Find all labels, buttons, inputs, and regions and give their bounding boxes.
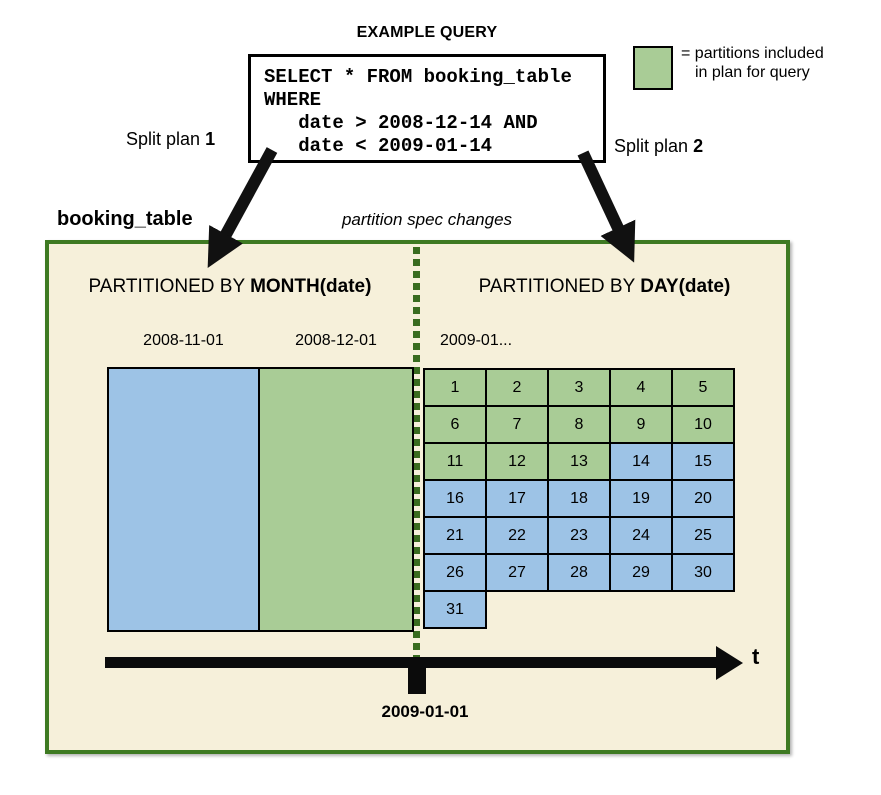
day-cell-2: 2	[485, 368, 549, 407]
legend-line-1: = partitions included	[681, 45, 824, 62]
day-cell-28: 28	[547, 553, 611, 592]
timeline-bar	[105, 657, 718, 668]
timeline-arrowhead	[716, 646, 743, 680]
partition-spec-divider-dotted-line	[413, 247, 420, 658]
timeline-marker-label: 2009-01-01	[381, 702, 469, 721]
month-header-prefix: PARTITIONED BY	[88, 276, 251, 297]
day-cell-5: 5	[671, 368, 735, 407]
day-cell-19: 19	[609, 479, 673, 518]
day-cell-23: 23	[547, 516, 611, 555]
day-header-prefix: PARTITIONED BY	[478, 276, 641, 297]
month-partition-rect-excluded	[107, 367, 260, 632]
split-plan-2-prefix: Split plan	[614, 136, 694, 156]
day-cell-12: 12	[485, 442, 549, 481]
day-cell-30: 30	[671, 553, 735, 592]
day-cell-17: 17	[485, 479, 549, 518]
month-header-bold: MONTH(date)	[250, 276, 372, 297]
day-cell-10: 10	[671, 405, 735, 444]
day-cell-6: 6	[423, 405, 487, 444]
day-cell-22: 22	[485, 516, 549, 555]
split-plan-1-prefix: Split plan	[126, 129, 206, 149]
split-plan-1-number: 1	[205, 129, 216, 149]
legend-line-2: in plan for query	[695, 64, 810, 81]
day-cell-8: 8	[547, 405, 611, 444]
split-plan-2-number: 2	[693, 136, 704, 156]
day-cell-14: 14	[609, 442, 673, 481]
split-plan-2-label: Split plan 2	[614, 136, 703, 157]
split-plan-2-arrow	[577, 150, 636, 263]
day-cell-25: 25	[671, 516, 735, 555]
day-cell-1: 1	[423, 368, 487, 407]
day-cell-13: 13	[547, 442, 611, 481]
day-cell-24: 24	[609, 516, 673, 555]
month-partition-rect-included	[258, 367, 414, 632]
table-name-label: booking_table	[57, 208, 193, 230]
day-cell-20: 20	[671, 479, 735, 518]
day-cell-16: 16	[423, 479, 487, 518]
split-plan-1-arrow	[207, 147, 278, 268]
day-cell-7: 7	[485, 405, 549, 444]
day-cell-4: 4	[609, 368, 673, 407]
timeline-tick-2009-01-01	[408, 666, 426, 694]
day-cell-11: 11	[423, 442, 487, 481]
day-cell-21: 21	[423, 516, 487, 555]
legend-text: = partitions included in plan for query	[681, 44, 824, 82]
example-query-title: EXAMPLE QUERY	[356, 24, 498, 41]
partitioned-by-month-header: PARTITIONED BY MONTH(date)	[45, 276, 415, 298]
sql-query-text: SELECT * FROM booking_table WHERE date >…	[264, 66, 572, 157]
split-plan-1-label: Split plan 1	[126, 129, 215, 150]
day-cell-29: 29	[609, 553, 673, 592]
partition-label-2009-01: 2009-01...	[440, 332, 513, 349]
partitioned-by-day-header: PARTITIONED BY DAY(date)	[419, 276, 790, 298]
day-cell-31: 31	[423, 590, 487, 629]
query-code-box: SELECT * FROM booking_table WHERE date >…	[248, 54, 606, 163]
timeline-axis-label: t	[752, 644, 760, 669]
day-cell-15: 15	[671, 442, 735, 481]
partition-spec-changes-label: partition spec changes	[341, 210, 513, 229]
day-cell-26: 26	[423, 553, 487, 592]
day-cell-27: 27	[485, 553, 549, 592]
day-cell-18: 18	[547, 479, 611, 518]
partition-label-2008-12: 2008-12-01	[295, 332, 377, 349]
legend-green-swatch	[633, 46, 673, 90]
day-cell-9: 9	[609, 405, 673, 444]
day-cell-3: 3	[547, 368, 611, 407]
day-header-bold: DAY(date)	[640, 276, 731, 297]
partition-label-2008-11: 2008-11-01	[143, 332, 224, 349]
